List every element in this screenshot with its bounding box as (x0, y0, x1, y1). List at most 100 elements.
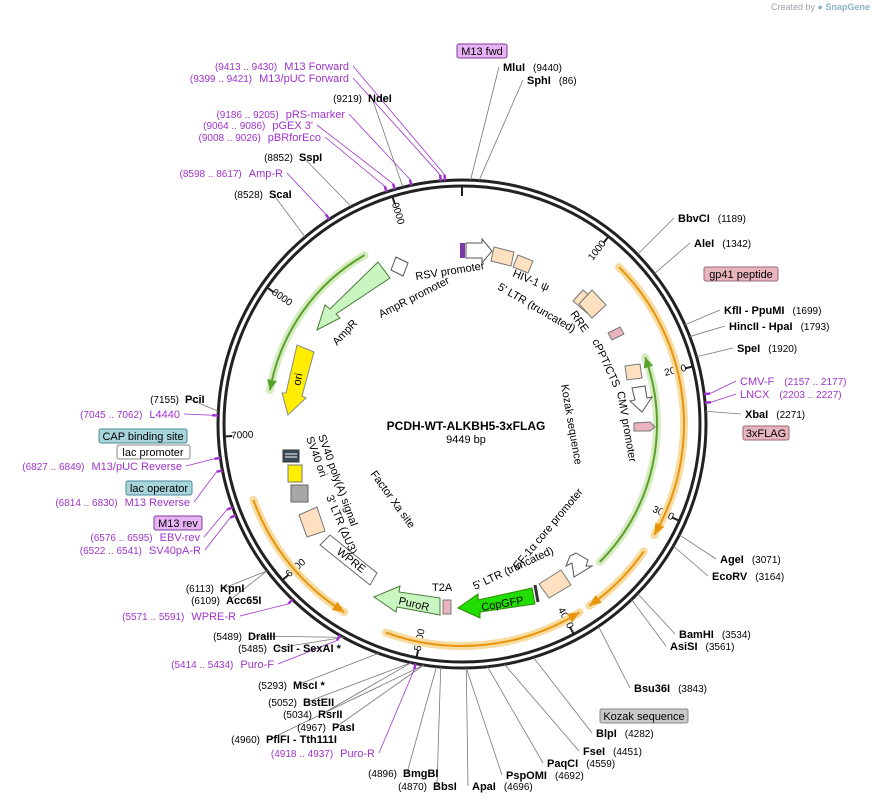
factorxa-shape[interactable] (290, 484, 309, 503)
arc-orange-1-head (654, 522, 665, 535)
enzyme-site[interactable]: PspOMI(4692) (506, 770, 584, 782)
ef1a-arrow-shape[interactable] (565, 552, 594, 578)
cmv-start-box[interactable] (624, 363, 643, 381)
gp41-box[interactable]: gp41 peptide (703, 266, 779, 282)
primer-leader (183, 413, 213, 416)
primer-site[interactable]: CMV-F(2157 .. 2177) (740, 376, 847, 388)
ltr5-truncated-shape[interactable] (512, 254, 534, 274)
enzyme-site[interactable]: PasI(4967) (297, 722, 355, 734)
primer-site[interactable]: M13 Reverse(6814 .. 6830) (55, 497, 190, 509)
t2a-shape[interactable] (442, 599, 452, 615)
ori-shape[interactable] (281, 344, 315, 416)
arc-green-1[interactable] (599, 356, 658, 563)
primer-labels: M13 Forward(9413 .. 9430)M13/pUC Forward… (22, 61, 846, 760)
arc-orange-4[interactable] (252, 499, 345, 614)
lac-promoter-box[interactable]: lac promoter (116, 444, 191, 460)
enzyme-name: AsiSI (670, 641, 698, 653)
enzyme-site[interactable]: BstEII(5052) (268, 697, 334, 709)
arc-orange-3[interactable] (385, 611, 581, 647)
enzyme-site[interactable]: AgeI(3071) (720, 554, 781, 566)
primer-site[interactable]: pBRforEco(9008 .. 9026) (199, 132, 321, 144)
primer-site[interactable]: SV40pA-R(6522 .. 6541) (80, 545, 201, 557)
enzyme-site[interactable]: KpnI(6113) (186, 583, 245, 595)
primer-site[interactable]: pGEX 3'(9064 .. 9086) (203, 120, 313, 132)
enzyme-site[interactable]: PflFI - Tth111I(4960) (231, 734, 337, 746)
enzyme-name: PaqCI (547, 758, 578, 770)
copgfp-shape[interactable] (456, 587, 536, 619)
enzyme-site[interactable]: CsiI - SexAI *(5485) (238, 643, 341, 655)
enzyme-site[interactable]: MluI(9440) (503, 62, 562, 74)
enzyme-site[interactable]: MscI *(5293) (258, 680, 325, 692)
arc-green-2[interactable] (268, 254, 366, 391)
enzyme-leader (631, 599, 667, 647)
enzyme-position: (4896) (368, 769, 397, 780)
ltr5-truncated-2-shape[interactable] (538, 569, 572, 599)
wpre-shape[interactable] (319, 534, 378, 586)
leader-lines (183, 65, 742, 787)
primer-position: (6814 .. 6830) (55, 498, 117, 509)
enzyme-leader (302, 156, 352, 207)
hiv-psi-shape[interactable] (490, 246, 515, 267)
enzyme-site[interactable]: BbsI(4870) (398, 781, 457, 793)
enzyme-position: (2271) (776, 410, 805, 421)
ltr3-shape[interactable] (298, 506, 326, 538)
primer-site[interactable]: Puro-F(5414 .. 5434) (171, 659, 274, 671)
enzyme-site[interactable]: HincII - HpaI(1793) (729, 321, 829, 333)
primer-site[interactable]: LNCX(2203 .. 2227) (740, 389, 842, 401)
enzyme-site[interactable]: BamHI(3534) (679, 629, 751, 641)
puror-shape[interactable] (372, 585, 441, 616)
primer-site[interactable]: M13/pUC Forward(9399 .. 9421) (190, 73, 349, 85)
enzyme-site[interactable]: NdeI(9219) (333, 93, 392, 105)
sv40-polya-shape[interactable] (287, 464, 303, 483)
cppt-shape[interactable] (607, 326, 625, 341)
enzyme-site[interactable]: SpeI(1920) (737, 343, 797, 355)
primer-site[interactable]: L4440(7045 .. 7062) (80, 409, 180, 421)
primer-position: (9064 .. 9086) (203, 121, 265, 132)
cmv-arrow-shape[interactable] (628, 385, 654, 413)
enzyme-site[interactable]: BbvCI(1189) (678, 213, 746, 225)
primer-site[interactable]: WPRE-R(5571 .. 5591) (122, 611, 236, 623)
m13fwd-box[interactable]: M13 fwd (456, 43, 508, 59)
primer-site[interactable]: Puro-R(4918 .. 4937) (271, 748, 375, 760)
primer-leader (316, 124, 394, 185)
enzyme-site[interactable]: AsiSI(3561) (670, 641, 734, 653)
ampr-shape[interactable] (316, 261, 391, 332)
enzyme-site[interactable]: BlpI(4282) (596, 728, 654, 740)
flag-box[interactable]: 3xFLAG (742, 425, 790, 441)
m13rev-box[interactable]: M13 rev (153, 515, 203, 531)
enzyme-site[interactable]: Bsu36I(3843) (634, 683, 707, 695)
arc-orange-1[interactable] (618, 266, 685, 536)
enzyme-site[interactable]: PciI(7155) (150, 394, 204, 406)
kozak-box[interactable]: Kozak sequence (599, 708, 689, 724)
enzyme-site[interactable]: FseI(4451) (583, 746, 642, 758)
flag-shape[interactable] (633, 421, 656, 432)
enzyme-site[interactable]: Acc65I(6109) (191, 595, 261, 607)
enzyme-site[interactable]: PaqCI(4559) (547, 758, 615, 770)
enzyme-site[interactable]: AleI(1342) (694, 238, 751, 250)
enzyme-site[interactable]: RsrII(5034) (283, 709, 342, 721)
primer-name: WPRE-R (191, 611, 236, 623)
primer-site[interactable]: Amp-R(8598 .. 8617) (180, 168, 284, 180)
primer-site[interactable]: M13 Forward(9413 .. 9430) (215, 61, 349, 73)
enzyme-site[interactable]: KflI - PpuMI(1699) (724, 305, 821, 317)
primer-position: (9399 .. 9421) (190, 74, 252, 85)
enzyme-site[interactable]: ApaI(4696) (472, 781, 533, 793)
rsv-promoter-shape[interactable] (465, 237, 493, 265)
rre-box[interactable] (578, 289, 607, 319)
primer-site[interactable]: EBV-rev(6576 .. 6595) (90, 532, 200, 544)
enzyme-site[interactable]: DraIII(5489) (213, 631, 275, 643)
enzyme-leader (533, 657, 593, 734)
primer-site[interactable]: pRS-marker(9186 .. 9205) (216, 109, 345, 121)
enzyme-site[interactable]: SphI(86) (527, 75, 577, 87)
primer-site[interactable]: M13/pUC Reverse(6827 .. 6849) (22, 461, 182, 473)
enzyme-name: ScaI (269, 189, 292, 201)
sv40-ori-shape[interactable] (282, 449, 300, 463)
lac-operator-box[interactable]: lac operator (125, 480, 193, 496)
enzyme-site[interactable]: BmgBI(4896) (368, 768, 438, 780)
ampr-promoter-shape[interactable] (390, 256, 409, 277)
enzyme-site[interactable]: ScaI(8528) (234, 189, 292, 201)
enzyme-site[interactable]: XbaI(2271) (745, 409, 805, 421)
enzyme-site[interactable]: SspI(8852) (264, 152, 322, 164)
enzyme-site[interactable]: EcoRV(3164) (712, 571, 784, 583)
cap-box[interactable]: CAP binding site (98, 428, 188, 444)
